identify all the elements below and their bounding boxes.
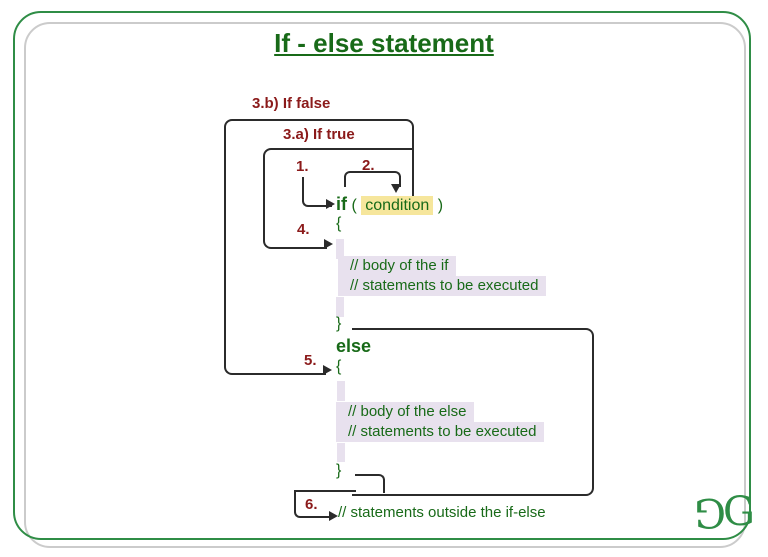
step1-arrowhead-icon bbox=[326, 199, 335, 209]
else-keyword: else bbox=[336, 336, 372, 356]
else-body-comment-2: // statements to be executed bbox=[336, 422, 545, 442]
logo-letter-g: G bbox=[722, 489, 755, 535]
bottom-flow-line bbox=[294, 490, 356, 492]
frame-shadow bbox=[24, 22, 746, 548]
if-keyword: if bbox=[336, 194, 347, 214]
label-step-5: 5. bbox=[304, 352, 317, 369]
label-step-6: 6. bbox=[305, 496, 318, 513]
open-paren: ( bbox=[351, 197, 357, 214]
label-step-1: 1. bbox=[296, 158, 309, 175]
step2-arrowhead-icon bbox=[391, 184, 401, 193]
logo-letter-g-reversed: G bbox=[694, 489, 726, 535]
condition-text: condition bbox=[361, 196, 434, 215]
if-body-comment-1: // body of the if bbox=[338, 256, 457, 276]
outside-comment: // statements outside the if-else bbox=[338, 504, 546, 521]
else-close-brace: } bbox=[336, 462, 342, 479]
if-true-bracket-line bbox=[263, 148, 327, 249]
step6-arrowhead-icon bbox=[329, 511, 338, 521]
label-step-2: 2. bbox=[362, 157, 375, 174]
if-false-bracket-right-line bbox=[320, 119, 414, 204]
if-close-brace-flow-line bbox=[352, 328, 594, 496]
step5-arrowhead-icon bbox=[323, 365, 332, 375]
label-if-true: 3.a) If true bbox=[283, 126, 355, 143]
step1-arrow-line bbox=[302, 177, 332, 207]
cursor-bar bbox=[337, 443, 345, 462]
else-body-comment-1: // body of the else bbox=[336, 402, 475, 422]
step6-arrow-line bbox=[294, 491, 332, 518]
if-close-brace: } bbox=[336, 315, 342, 332]
if-body-comment-2: // statements to be executed bbox=[338, 276, 547, 296]
if-false-bracket-line bbox=[224, 119, 326, 375]
geeksforgeeks-logo: GG bbox=[694, 489, 755, 535]
step2-arrow-line bbox=[344, 171, 401, 187]
else-close-brace-flow-line bbox=[355, 474, 385, 493]
label-step-4: 4. bbox=[297, 221, 310, 238]
label-if-false: 3.b) If false bbox=[252, 95, 331, 112]
if-statement-line: if ( condition ) bbox=[336, 194, 443, 215]
page-title: If - else statement bbox=[274, 28, 494, 58]
else-open-brace: { bbox=[336, 358, 342, 375]
step4-arrowhead-icon bbox=[324, 239, 333, 249]
if-open-brace: { bbox=[336, 215, 342, 232]
if-true-bracket-top-line bbox=[324, 148, 412, 150]
cursor-bar bbox=[336, 297, 344, 317]
cursor-bar bbox=[336, 239, 344, 259]
frame-border bbox=[13, 11, 751, 540]
close-paren: ) bbox=[437, 197, 444, 214]
cursor-bar bbox=[337, 381, 345, 401]
